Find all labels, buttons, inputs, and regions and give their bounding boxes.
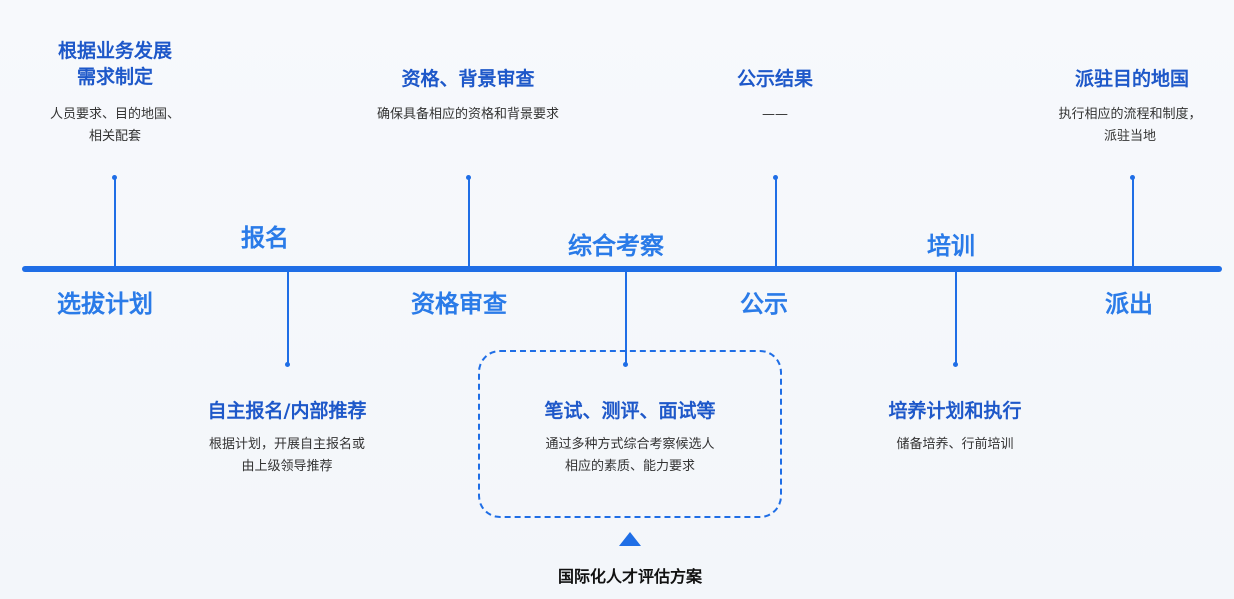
stage-plan: 选拔计划 (57, 290, 153, 318)
stem-top-2 (468, 178, 470, 268)
stem-bottom-3 (955, 270, 957, 364)
stem-top-3 (775, 178, 777, 268)
stage-assess: 综合考察 (568, 232, 664, 260)
stem-bottom-3-dot (953, 362, 958, 367)
top-card-3-title: 公示结果 (736, 68, 813, 90)
top-card-2-desc: 确保具备相应的资格和背景要求 (376, 107, 559, 122)
highlight-dashed-box (478, 350, 782, 518)
stage-train: 培训 (927, 232, 975, 260)
stage-publicize: 公示 (740, 290, 788, 318)
bottom-card-2-desc: 通过多种方式综合考察候选人 相应的素质、能力要求 (545, 437, 715, 474)
stage-dispatch: 派出 (1105, 290, 1153, 318)
bottom-card-1-desc: 根据计划，开展自主报名或 由上级领导推荐 (208, 437, 365, 474)
bottom-card-2-title: 笔试、测评、面试等 (544, 400, 716, 422)
stage-review: 资格审查 (411, 290, 507, 318)
bottom-card-3-title: 培养计划和执行 (888, 400, 1022, 422)
stage-signup: 报名 (241, 224, 289, 252)
stem-top-2-dot (466, 175, 471, 180)
top-card-4-title: 派驻目的地国 (1074, 68, 1189, 90)
top-card-2-title: 资格、背景审查 (401, 68, 535, 90)
stem-bottom-1 (287, 270, 289, 364)
stem-top-4 (1132, 178, 1134, 268)
top-card-4-desc: 执行相应的流程和制度， 派驻当地 (1058, 107, 1202, 144)
diagram-caption: 国际化人才评估方案 (557, 567, 702, 586)
up-triangle-icon (619, 532, 641, 546)
stem-top-1-dot (112, 175, 117, 180)
stem-top-3-dot (773, 175, 778, 180)
stem-top-1 (114, 178, 116, 268)
timeline-axis (22, 266, 1222, 272)
stem-top-4-dot (1130, 175, 1135, 180)
top-card-1-title: 根据业务发展 需求制定 (57, 40, 172, 88)
stem-bottom-2-dot (623, 362, 628, 367)
top-card-3-desc: —— (762, 107, 788, 122)
bottom-card-1-title: 自主报名/内部推荐 (207, 400, 367, 422)
top-card-1-desc: 人员要求、目的地国、 相关配套 (49, 107, 180, 144)
bottom-card-3-desc: 储备培养、行前培训 (896, 437, 1014, 452)
stem-bottom-1-dot (285, 362, 290, 367)
stem-bottom-2 (625, 270, 627, 364)
